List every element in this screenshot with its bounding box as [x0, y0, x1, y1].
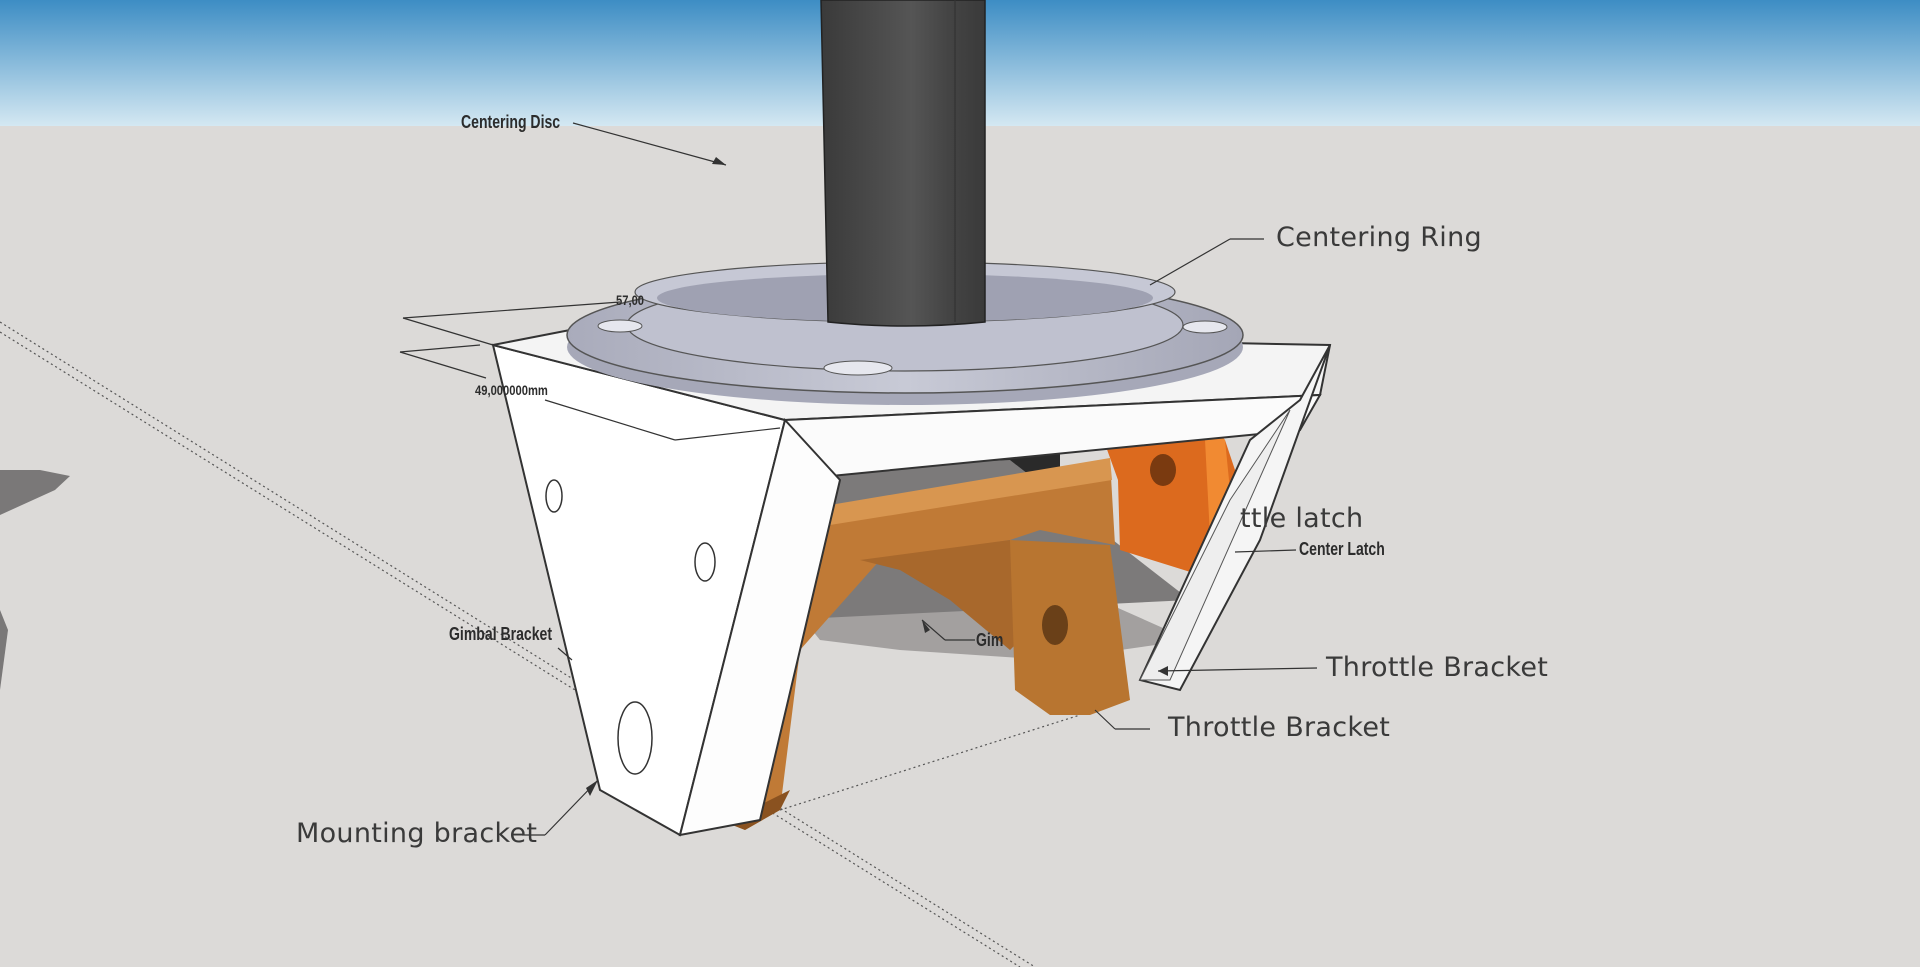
- label-centering-ring: Centering Ring: [1276, 222, 1482, 253]
- label-centering-disc: Centering Disc: [461, 112, 561, 132]
- label-throttle-bracket-lower: Throttle Bracket: [1168, 712, 1391, 743]
- guide-lines: [0, 321, 1081, 967]
- label-dimension-side: 49,000000mm: [475, 382, 548, 398]
- joystick-shaft: [820, 0, 986, 327]
- label-dimension-top: 57,00: [616, 292, 645, 308]
- label-gimbal-bracket: Gimbal Bracket: [449, 624, 553, 644]
- leader-lines: [522, 122, 1318, 836]
- leader-arrowheads: [586, 157, 1168, 796]
- label-gimbal-partial: Gim: [976, 630, 1004, 650]
- dimension-lines: [399, 301, 781, 441]
- centering-ring: [566, 261, 1244, 405]
- label-throttle-bracket-right: Throttle Bracket: [1326, 652, 1549, 683]
- left-shadow: [0, 470, 70, 515]
- label-throttle-latch: ttle latch: [1240, 503, 1364, 534]
- label-center-latch: Center Latch: [1299, 539, 1385, 559]
- left-shadow-2: [0, 610, 8, 690]
- label-mounting-bracket: Mounting bracket: [296, 818, 538, 849]
